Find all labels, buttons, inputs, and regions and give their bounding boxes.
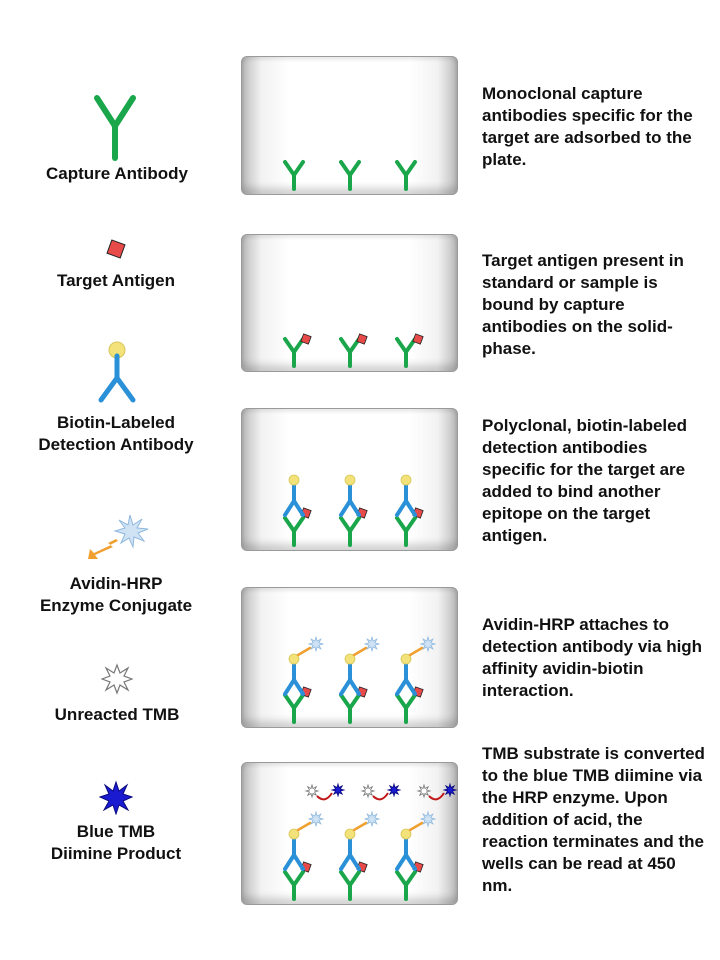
biotin — [288, 828, 300, 840]
biotin — [288, 474, 300, 486]
capture-antibody — [395, 337, 417, 368]
detection-antibody — [283, 483, 305, 517]
hrp-arrow — [408, 646, 424, 657]
capture-antibody — [283, 693, 305, 724]
capture-antibody — [339, 516, 361, 547]
capture-antibody — [395, 516, 417, 547]
legend-detection-line2: Detection Antibody — [38, 435, 194, 454]
legend-avidin-hrp-label: Avidin-HRP Enzyme Conjugate — [16, 573, 216, 617]
conversion-arrow — [372, 792, 389, 801]
conversion-arrow — [428, 792, 445, 801]
hrp-arrow — [352, 646, 368, 657]
hrp-arrow — [296, 821, 312, 832]
legend-detection-antibody-label: Biotin-Labeled Detection Antibody — [16, 412, 216, 456]
hrp-enzyme — [419, 810, 437, 828]
well-step-1 — [241, 56, 458, 195]
capture-antibody — [339, 337, 361, 368]
hrp-enzyme — [307, 635, 325, 653]
detection-antibody — [283, 837, 305, 871]
biotin — [400, 474, 412, 486]
biotin — [344, 653, 356, 665]
antigen — [300, 333, 312, 345]
antigen — [412, 333, 424, 345]
legend-unreacted-tmb-label: Unreacted TMB — [54, 705, 180, 724]
capture-antibody — [339, 160, 361, 191]
capture-antibody — [283, 870, 305, 901]
capture-antibody — [395, 870, 417, 901]
legend-detection-line1: Biotin-Labeled — [56, 413, 176, 432]
detection-antibody — [395, 662, 417, 696]
capture-antibody — [395, 160, 417, 191]
capture-antibody — [283, 160, 305, 191]
biotin — [344, 828, 356, 840]
step-2-description: Target antigen present in standard or sa… — [482, 251, 684, 358]
step-1-description: Monoclonal capture antibodies specific f… — [482, 84, 693, 169]
hrp-arrow — [352, 821, 368, 832]
hrp-enzyme — [363, 635, 381, 653]
detection-antibody-icon — [98, 341, 136, 403]
biotin — [400, 653, 412, 665]
detection-antibody — [339, 837, 361, 871]
capture-antibody — [283, 516, 305, 547]
well-step-5 — [241, 762, 458, 905]
detection-antibody — [339, 483, 361, 517]
hrp-enzyme — [307, 810, 325, 828]
legend-capture-antibody-label: Capture Antibody — [46, 164, 188, 183]
well-3-drawing — [283, 474, 424, 547]
well-4-drawing — [283, 635, 437, 724]
hrp-enzyme — [363, 810, 381, 828]
hrp-enzyme — [419, 635, 437, 653]
biotin — [344, 474, 356, 486]
tmb-unreacted — [304, 783, 320, 799]
biotin — [288, 653, 300, 665]
step-4-description: Avidin-HRP attaches to detection antibod… — [482, 615, 703, 700]
hrp-arrow — [408, 821, 424, 832]
legend-blue-tmb-line1: Blue TMB — [76, 822, 156, 841]
hrp-arrow — [296, 646, 312, 657]
capture-antibody — [339, 693, 361, 724]
capture-antibody — [283, 337, 305, 368]
capture-antibody — [395, 693, 417, 724]
capture-antibody — [339, 870, 361, 901]
unreacted-tmb-icon — [101, 663, 133, 695]
tmb-blue — [330, 782, 346, 798]
well-2-drawing — [283, 333, 424, 368]
blue-tmb-icon — [99, 781, 133, 815]
tmb-unreacted — [360, 783, 376, 799]
legend-avidin-line2: Enzyme Conjugate — [39, 596, 193, 615]
detection-antibody — [395, 837, 417, 871]
biotin — [400, 828, 412, 840]
capture-antibody-icon — [94, 95, 136, 161]
detection-antibody — [339, 662, 361, 696]
well-step-2 — [241, 234, 458, 372]
tmb-blue — [386, 782, 402, 798]
well-5-drawing — [283, 782, 457, 901]
well-step-3 — [241, 408, 458, 551]
legend-target-antigen-label: Target Antigen — [56, 271, 176, 290]
well-1-drawing — [283, 160, 417, 191]
legend-avidin-line1: Avidin-HRP — [69, 574, 163, 593]
step-5-description: TMB substrate is converted to the blue T… — [482, 744, 705, 895]
detection-antibody — [283, 662, 305, 696]
detection-antibody — [395, 483, 417, 517]
tmb-unreacted — [416, 783, 432, 799]
legend-blue-tmb-line2: Diimine Product — [50, 844, 182, 863]
conversion-arrow — [316, 792, 333, 801]
antigen — [356, 333, 368, 345]
legend-blue-tmb-label: Blue TMB Diimine Product — [16, 821, 216, 865]
well-step-4 — [241, 587, 458, 728]
step-3-description: Polyclonal, biotin-labeled detection ant… — [482, 416, 687, 545]
avidin-hrp-icon — [88, 514, 149, 559]
antigen-icon — [106, 239, 126, 259]
tmb-blue — [442, 782, 457, 798]
